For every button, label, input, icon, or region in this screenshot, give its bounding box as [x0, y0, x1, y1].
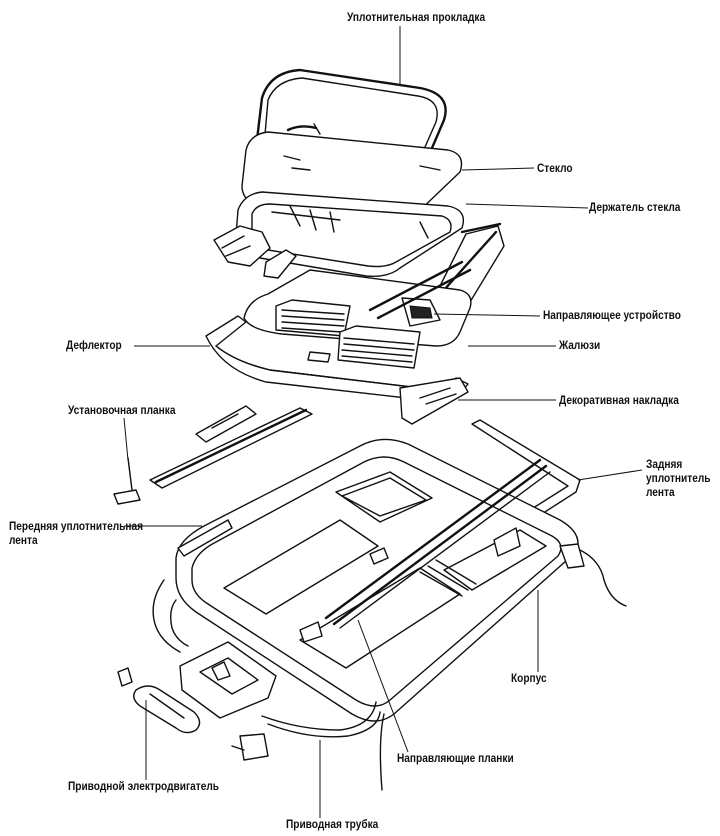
label-blinds: Жалюзи: [559, 340, 601, 352]
leader-lines: [123, 26, 643, 818]
deflector-part: [205, 315, 469, 425]
drive-tube-part: [261, 701, 385, 791]
mounting-plate-part: [113, 405, 313, 505]
glass-holder-part: [213, 191, 505, 305]
label-decorative-trim: Декоративная накладка: [559, 395, 679, 407]
label-front-seal-tape-1: Передняя уплотнительная: [9, 521, 144, 533]
label-glass-holder: Держатель стекла: [589, 202, 681, 214]
label-drive-motor: Приводной электродвигатель: [68, 781, 220, 793]
label-seal-gasket: Уплотнительная прокладка: [347, 12, 486, 24]
label-rear-seal-tape-2: уплотнитель: [646, 473, 711, 485]
blinds-part: [243, 260, 472, 369]
label-housing: Корпус: [511, 673, 547, 685]
label-deflector: Дефлектор: [66, 340, 122, 352]
label-guide-device: Направляющее устройство: [543, 310, 681, 322]
label-rear-seal-tape-1: Задняя: [646, 459, 683, 471]
guide-rails-part: [324, 458, 551, 629]
drive-motor-part: [117, 579, 277, 761]
label-glass: Стекло: [537, 163, 573, 175]
label-front-seal-tape-2: лента: [9, 535, 38, 547]
label-drive-tube: Приводная трубка: [286, 819, 379, 831]
label-guide-rails: Направляющие планки: [397, 753, 514, 765]
label-mounting-plate: Установочная планка: [68, 405, 176, 417]
label-rear-seal-tape-3: лента: [646, 487, 675, 499]
